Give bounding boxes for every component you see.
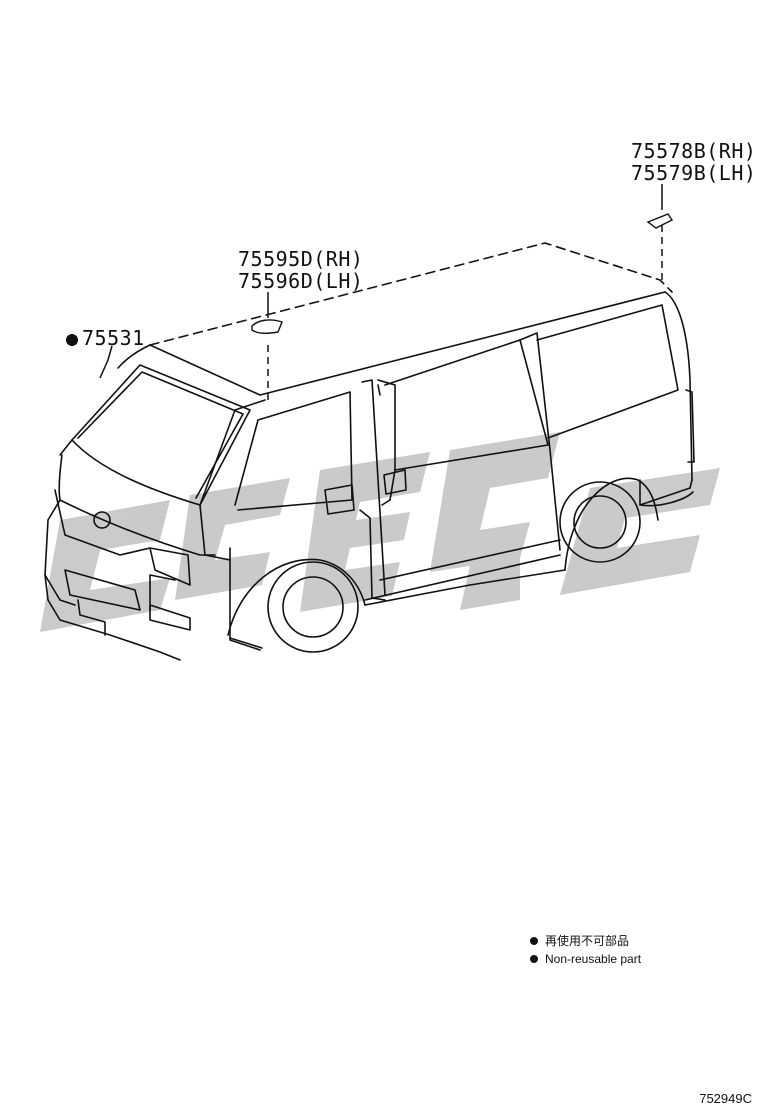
diagram-code: 752949C bbox=[699, 1091, 752, 1106]
part-shapes bbox=[251, 213, 674, 335]
part-label-75595D: 75595D(RH) 75596D(LH) bbox=[238, 248, 363, 292]
bullet-icon bbox=[530, 937, 538, 945]
part-label-75531: 75531 bbox=[66, 327, 145, 349]
leader-75531 bbox=[99, 345, 113, 379]
part-number-75595D: 75595D(RH) bbox=[238, 247, 364, 271]
leader-lines bbox=[99, 184, 663, 400]
roof-cover-front-part bbox=[251, 319, 283, 335]
part-number-75578B: 75578B(RH) bbox=[631, 139, 757, 163]
part-number-75579B: 75579B(LH) bbox=[631, 161, 757, 185]
roof-cover-rear-part bbox=[646, 213, 674, 229]
legend-text-en: Non-reusable part bbox=[545, 952, 642, 966]
windshield bbox=[71, 364, 251, 506]
legend-row-jp: 再使用不可部品 bbox=[530, 932, 641, 950]
part-number-75596D: 75596D(LH) bbox=[238, 269, 364, 293]
non-reusable-dot-icon bbox=[66, 333, 78, 346]
part-number-75531: 75531 bbox=[82, 326, 145, 350]
part-label-75578B: 75578B(RH) 75579B(LH) bbox=[631, 140, 756, 184]
legend-text-jp: 再使用不可部品 bbox=[545, 934, 630, 948]
legend: 再使用不可部品 Non-reusable part bbox=[530, 932, 641, 968]
bullet-icon bbox=[530, 955, 538, 963]
legend-row-en: Non-reusable part bbox=[530, 950, 641, 968]
van-body bbox=[44, 242, 695, 661]
